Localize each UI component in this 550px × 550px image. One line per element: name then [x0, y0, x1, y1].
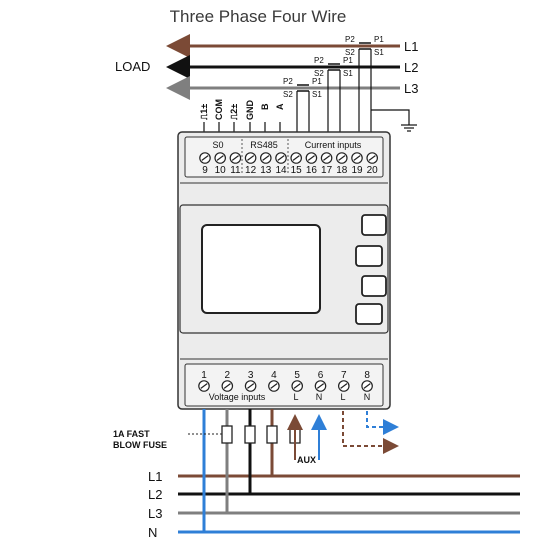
pin-label-s0-1: ⎍1±: [199, 104, 209, 120]
top-terminal-number-9: 9: [202, 165, 208, 176]
ground-icon: [371, 109, 417, 132]
top-terminal-screw-14-slot: [277, 155, 285, 161]
top-label-l2: L2: [404, 60, 418, 75]
bottom-terminal-number-7: 7: [341, 370, 347, 381]
top-terminal-number-14: 14: [275, 165, 287, 176]
aux-l-label: L: [293, 392, 298, 402]
ct2-p1-label: P1: [343, 56, 353, 65]
pin-label-gnd: GND: [245, 100, 255, 121]
voltage-inputs-label: Voltage inputs: [209, 392, 266, 402]
ct2-s1-label: S1: [343, 69, 353, 78]
pin-label-b: B: [260, 103, 270, 110]
ct3-s1-label: S1: [312, 90, 322, 99]
ct-leads: [296, 49, 372, 135]
ct3-p2-label: P2: [283, 77, 293, 86]
top-label-l3: L3: [404, 81, 418, 96]
ct2-s2-label: S2: [314, 69, 324, 78]
fuse-label-line2: BLOW FUSE: [113, 440, 167, 450]
top-terminal-number-15: 15: [291, 165, 303, 176]
load-label: LOAD: [115, 59, 150, 74]
top-terminal-number-19: 19: [351, 165, 363, 176]
top-terminal-number-18: 18: [336, 165, 348, 176]
top-label-l1: L1: [404, 39, 418, 54]
out-l-label: L: [340, 392, 345, 402]
bottom-terminal-number-3: 3: [248, 370, 254, 381]
output-l-wire: [342, 411, 399, 454]
pin-label-s0-2: ⎍2±: [229, 104, 239, 120]
bottom-terminal-number-2: 2: [225, 370, 231, 381]
top-terminal-screw-16-slot: [307, 155, 315, 161]
bottom-terminal-numbers: 1 2 3 4 5 6 7 8: [201, 370, 370, 381]
top-terminal-screw-17-slot: [323, 155, 331, 161]
ct1-p2-label: P2: [345, 35, 355, 44]
diagram-title: Three Phase Four Wire: [170, 7, 347, 26]
lcd-display: [201, 224, 321, 314]
fuse-2: [244, 425, 256, 444]
top-terminal-number-11: 11: [230, 165, 241, 176]
top-terminal-number-10: 10: [215, 165, 227, 176]
top-terminal-screw-13-slot: [262, 155, 270, 161]
ct3-p1-label: P1: [312, 77, 322, 86]
ct2-p2-label: P2: [314, 56, 324, 65]
top-terminal-screw-18-slot: [338, 155, 346, 161]
meter-button-3[interactable]: [361, 275, 387, 297]
bottom-terminal-number-8: 8: [364, 370, 370, 381]
top-terminal-number-16: 16: [306, 165, 318, 176]
bottom-terminal-number-5: 5: [294, 370, 300, 381]
top-terminal-screw-9-slot: [201, 155, 209, 161]
meter-button-1[interactable]: [361, 214, 387, 236]
top-terminal-screws: [199, 152, 378, 164]
ct1-s2-label: S2: [345, 48, 355, 57]
output-n-wire: [366, 411, 399, 435]
top-terminal-screw-10-slot: [216, 155, 224, 161]
ct1-s1-label: S1: [374, 48, 384, 57]
bottom-terminal-number-1: 1: [201, 370, 207, 381]
current-transformer-l3: P2 P1 S2 S1: [283, 77, 322, 99]
fuse-3: [266, 425, 278, 444]
bottom-terminal-screw-7-slot: [340, 383, 348, 389]
top-terminal-screw-19-slot: [353, 155, 361, 161]
top-terminal-number-17: 17: [321, 165, 333, 176]
top-terminal-screw-20-slot: [368, 155, 376, 161]
bottom-terminal-screw-5-slot: [293, 383, 301, 389]
aux-n-label: N: [316, 392, 323, 402]
aux-label: AUX: [297, 455, 316, 465]
meter-button-2[interactable]: [355, 245, 383, 267]
bottom-terminal-screw-4-slot: [270, 383, 278, 389]
bottom-terminal-screw-8-slot: [363, 383, 371, 389]
top-terminal-number-12: 12: [245, 165, 257, 176]
meter-button-4[interactable]: [355, 303, 383, 325]
bottom-terminal-screw-3-slot: [247, 383, 255, 389]
bottom-terminal-screw-2-slot: [223, 383, 231, 389]
terminal-group-s0: S0: [212, 140, 223, 150]
current-transformer-l2: P2 P1 S2 S1: [314, 56, 353, 78]
bottom-terminal-screws: [198, 380, 373, 392]
terminal-group-rs485: RS485: [250, 140, 278, 150]
terminal-group-current: Current inputs: [305, 140, 362, 150]
bottom-terminal-screw-1-slot: [200, 383, 208, 389]
pin-label-a: A: [275, 103, 285, 110]
out-n-label: N: [364, 392, 371, 402]
ct1-p1-label: P1: [374, 35, 384, 44]
bottom-terminal-number-6: 6: [318, 370, 324, 381]
bottom-terminal-screw-6-slot: [316, 383, 325, 389]
pin-label-com: COM: [214, 99, 224, 120]
top-terminal-number-13: 13: [260, 165, 272, 176]
supply-label-l2: L2: [148, 487, 162, 502]
supply-label-n: N: [148, 525, 157, 540]
ct3-s2-label: S2: [283, 90, 293, 99]
top-terminal-screw-11-slot: [231, 155, 239, 161]
top-terminal-screw-15-slot: [292, 155, 300, 161]
bottom-terminal-number-4: 4: [271, 370, 277, 381]
supply-label-l1: L1: [148, 469, 162, 484]
top-terminal-number-20: 20: [367, 165, 379, 176]
current-transformer-l1: P2 P1 S2 S1: [345, 35, 384, 57]
supply-label-l3: L3: [148, 506, 162, 521]
fuse-1: [221, 425, 233, 444]
top-terminal-screw-12-slot: [247, 155, 255, 161]
fuse-label-line1: 1A FAST: [113, 429, 150, 439]
